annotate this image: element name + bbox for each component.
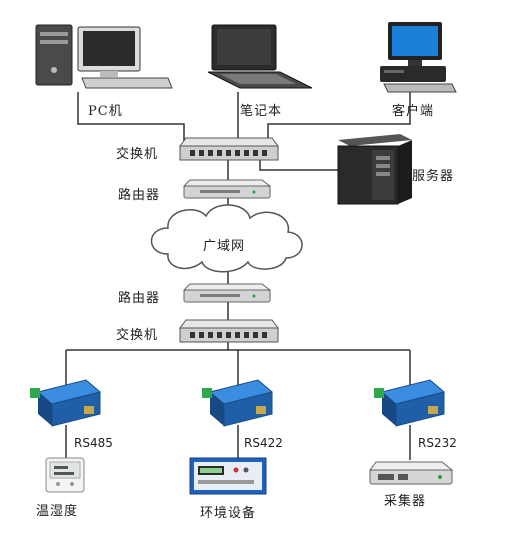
thermo-hygrometer-label: 温湿度 (36, 504, 79, 519)
line-pc-to-switch (77, 92, 185, 145)
rs422-converter-icon (202, 379, 274, 427)
rs232-converter-icon (374, 379, 446, 427)
rs485-converter-icon (30, 379, 102, 427)
router-bottom-icon (182, 283, 272, 303)
laptop-icon (207, 24, 313, 89)
collector-label: 采集器 (384, 494, 427, 509)
router-bottom-label: 路由器 (118, 291, 161, 306)
server-icon (337, 134, 412, 205)
wan-cloud-icon (150, 204, 303, 273)
thermo-hygrometer-icon (45, 457, 85, 493)
switch-top-icon (179, 137, 279, 161)
router-top-icon (182, 179, 272, 199)
pc-desktop-icon (35, 24, 173, 89)
rs485-label: RS485 (74, 436, 113, 450)
line-server-to-switch (259, 160, 338, 171)
client-label: 客户端 (392, 104, 435, 119)
env-device-label: 环境设备 (200, 506, 257, 521)
laptop-label: 笔记本 (240, 104, 283, 119)
switch-top-label: 交换机 (116, 147, 159, 162)
switch-bottom-label: 交换机 (116, 328, 159, 343)
rs422-label: RS422 (244, 436, 283, 450)
client-icon (380, 22, 457, 93)
rs232-label: RS232 (418, 436, 457, 450)
router-top-label: 路由器 (118, 188, 161, 203)
environment-device-icon (189, 457, 267, 495)
collector-icon (369, 461, 454, 485)
switch-bottom-icon (179, 319, 279, 343)
wan-label: 广域网 (203, 239, 246, 254)
server-label: 服务器 (412, 169, 455, 184)
line-client-to-switch (267, 92, 411, 145)
connection-lines (65, 92, 411, 460)
pc-label: PC机 (88, 104, 123, 119)
